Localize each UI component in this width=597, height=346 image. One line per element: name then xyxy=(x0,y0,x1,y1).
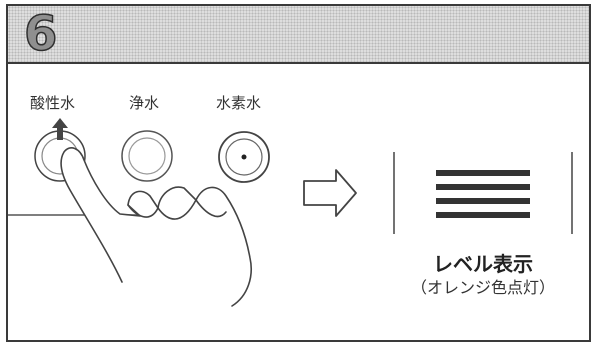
level-bar xyxy=(436,198,530,204)
level-display-title: レベル表示 xyxy=(433,252,533,276)
level-display-subtitle: （オレンジ色点灯） xyxy=(410,278,555,297)
level-indicator-bars xyxy=(436,170,530,218)
purified-water-button[interactable] xyxy=(121,130,173,182)
step-number: 6 xyxy=(23,6,58,62)
step-header: 6 xyxy=(8,6,589,64)
level-bar xyxy=(436,212,530,218)
purified-water-label: 浄水 xyxy=(129,94,160,112)
hand-icon xyxy=(60,147,252,307)
right-arrow-icon xyxy=(303,169,357,217)
level-bar xyxy=(436,184,530,190)
press-arrow-icon xyxy=(52,118,68,140)
hydrogen-water-button[interactable] xyxy=(218,131,270,183)
indicator-dot xyxy=(241,154,247,160)
acidic-water-label: 酸性水 xyxy=(30,94,76,112)
level-bar xyxy=(436,170,530,176)
hydrogen-water-label: 水素水 xyxy=(216,94,262,112)
